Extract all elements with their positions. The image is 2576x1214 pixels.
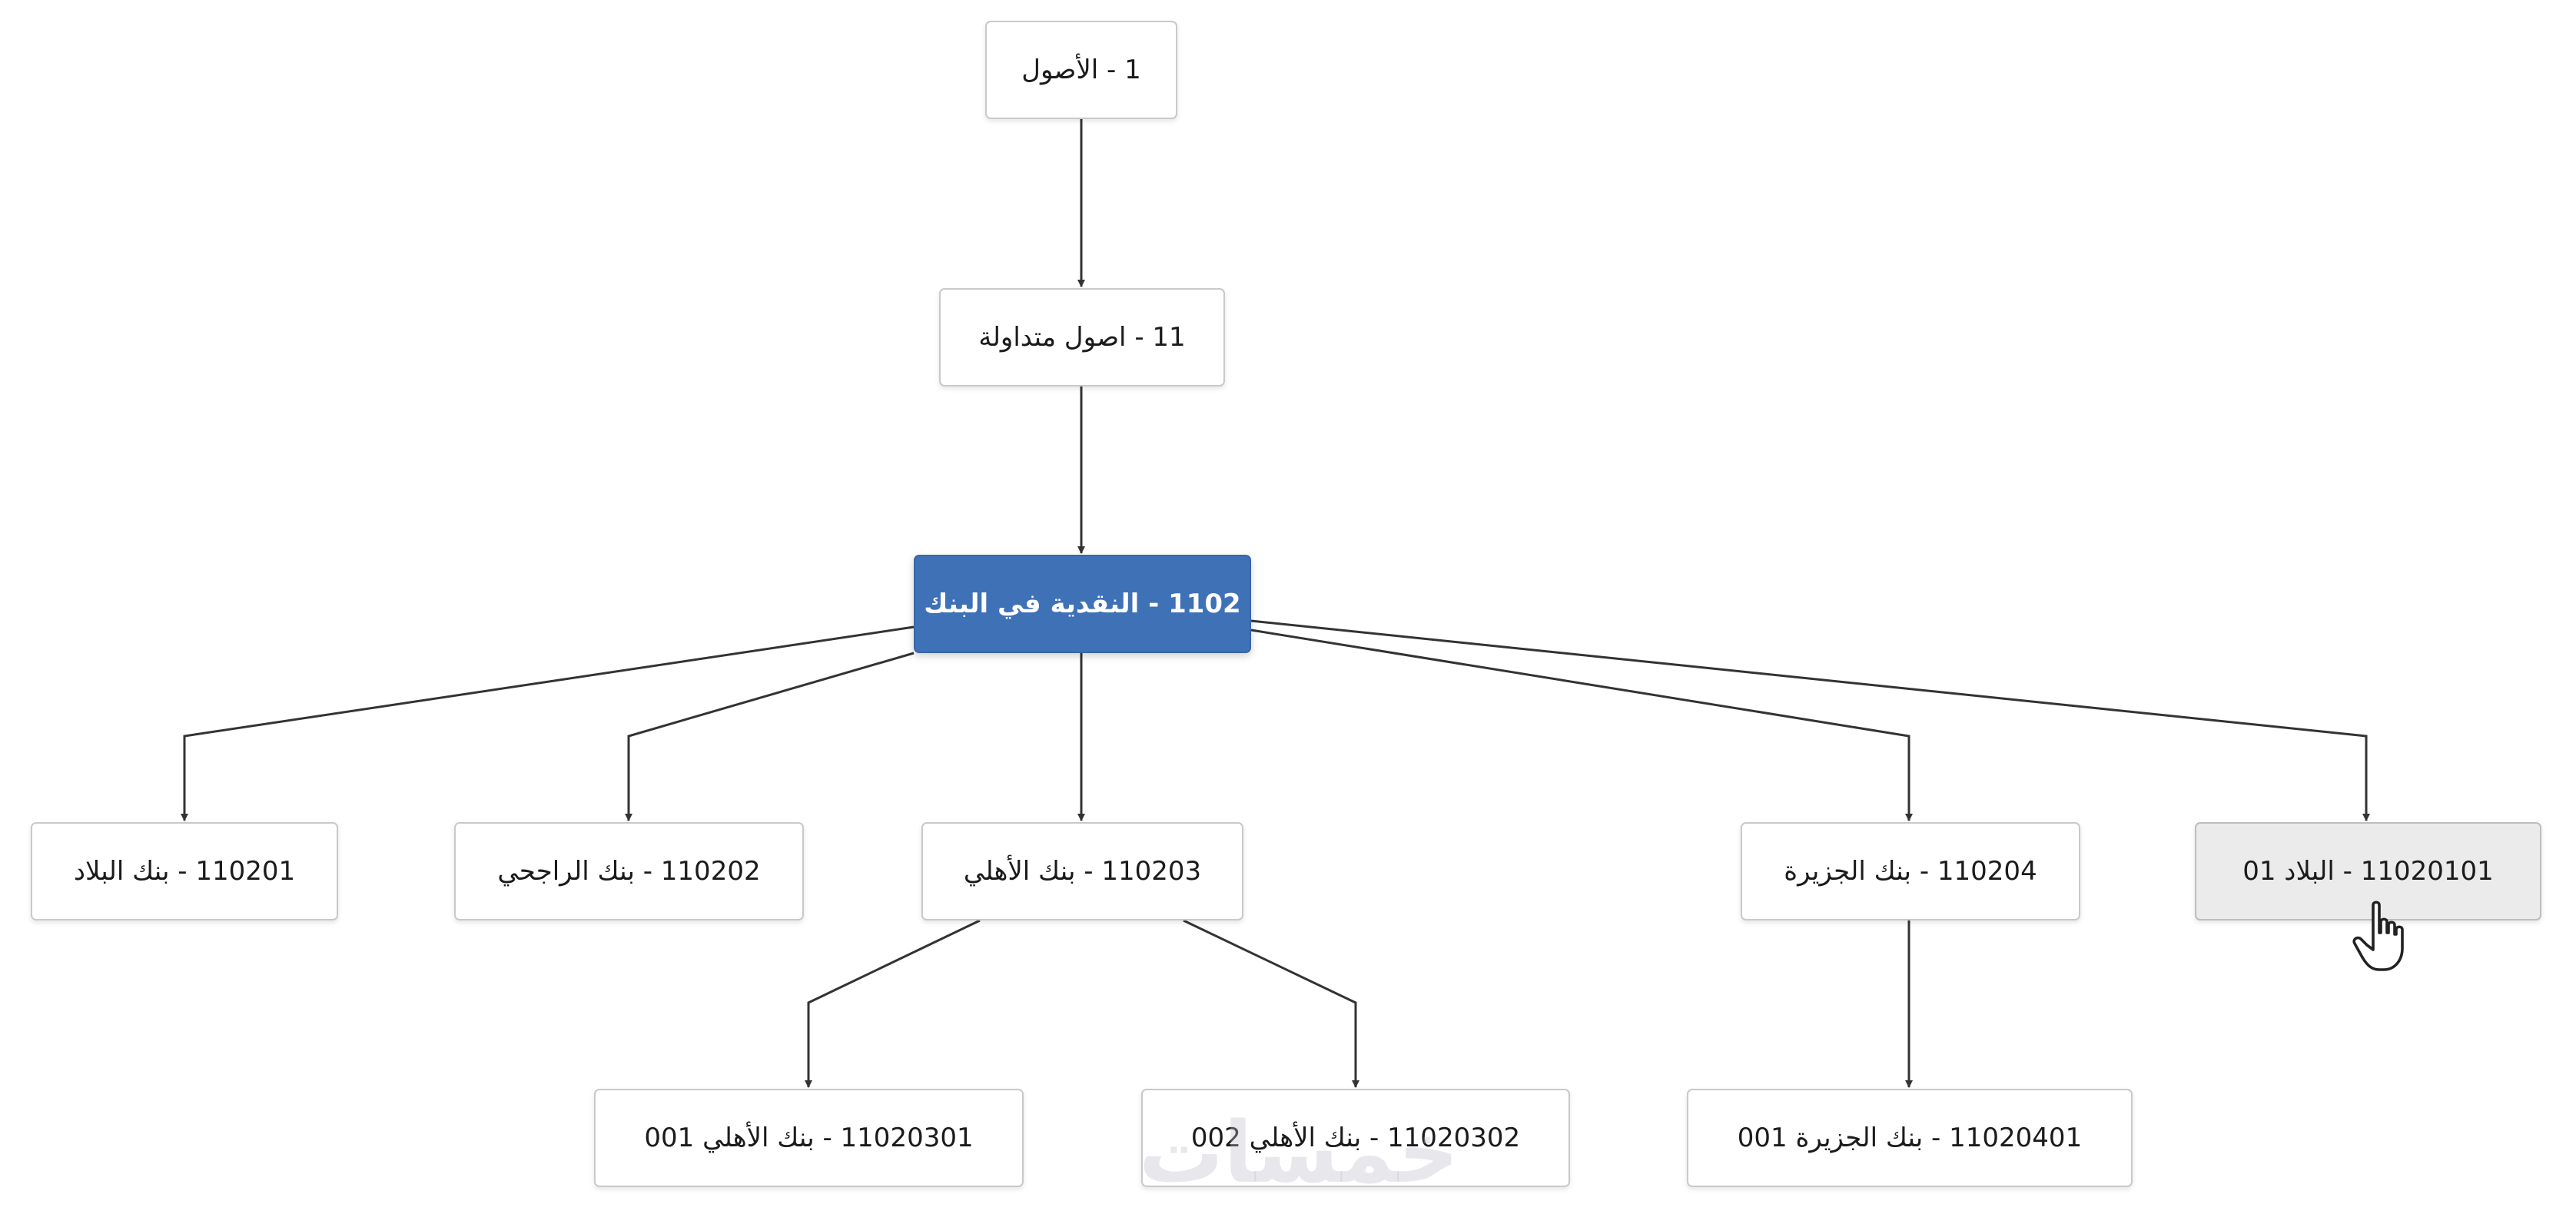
tree-node-label: 110204 - بنك الجزيرة <box>1784 856 2037 887</box>
edge-n1102-n11020101 <box>1250 619 2370 821</box>
tree-node-110204[interactable]: 110204 - بنك الجزيرة <box>1741 822 2080 920</box>
tree-node-11020302[interactable]: 11020302 - بنك الأهلي 002 <box>1141 1089 1570 1187</box>
hand-pointer-icon <box>2352 901 2404 971</box>
edge-n1102-n110204 <box>1250 629 1913 821</box>
tree-node-label: 11020101 - البلاد 01 <box>2242 856 2494 887</box>
edge-n110203-n11020301 <box>805 919 981 1088</box>
tree-node-label: 110203 - بنك الأهلي <box>963 856 1202 887</box>
tree-node-110203[interactable]: 110203 - بنك الأهلي <box>921 822 1243 920</box>
tree-node-110202[interactable]: 110202 - بنك الراجحي <box>454 822 804 920</box>
tree-node-11[interactable]: 11 - اصول متداولة <box>939 288 1225 386</box>
edge-n1102-n110201 <box>181 625 915 821</box>
tree-node-110201[interactable]: 110201 - بنك البلاد <box>31 822 338 920</box>
tree-node-11020101[interactable]: 11020101 - البلاد 01 <box>2195 822 2541 920</box>
tree-node-1102[interactable]: 1102 - النقدية في البنك <box>914 555 1251 653</box>
tree-node-label: 110201 - بنك البلاد <box>73 856 296 887</box>
tree-node-11020401[interactable]: 11020401 - بنك الجزيرة 001 <box>1687 1089 2133 1187</box>
tree-node-label: 11020302 - بنك الأهلي 002 <box>1190 1123 1521 1153</box>
tree-node-label: 11 - اصول متداولة <box>978 322 1186 353</box>
tree-node-label: 1102 - النقدية في البنك <box>924 589 1241 619</box>
tree-node-label: 110202 - بنك الراجحي <box>497 856 761 887</box>
tree-node-label: 11020401 - بنك الجزيرة 001 <box>1737 1123 2083 1153</box>
tree-node-label: 1 - الأصول <box>1021 55 1141 85</box>
tree-node-label: 11020301 - بنك الأهلي 001 <box>644 1123 974 1153</box>
edge-n110203-n11020302 <box>1183 919 1359 1088</box>
tree-node-1[interactable]: 1 - الأصول <box>985 21 1177 119</box>
edge-n1102-n110202 <box>625 652 915 821</box>
watermark-logo: خمسات <box>1138 1103 1459 1202</box>
tree-node-11020301[interactable]: 11020301 - بنك الأهلي 001 <box>594 1089 1024 1187</box>
